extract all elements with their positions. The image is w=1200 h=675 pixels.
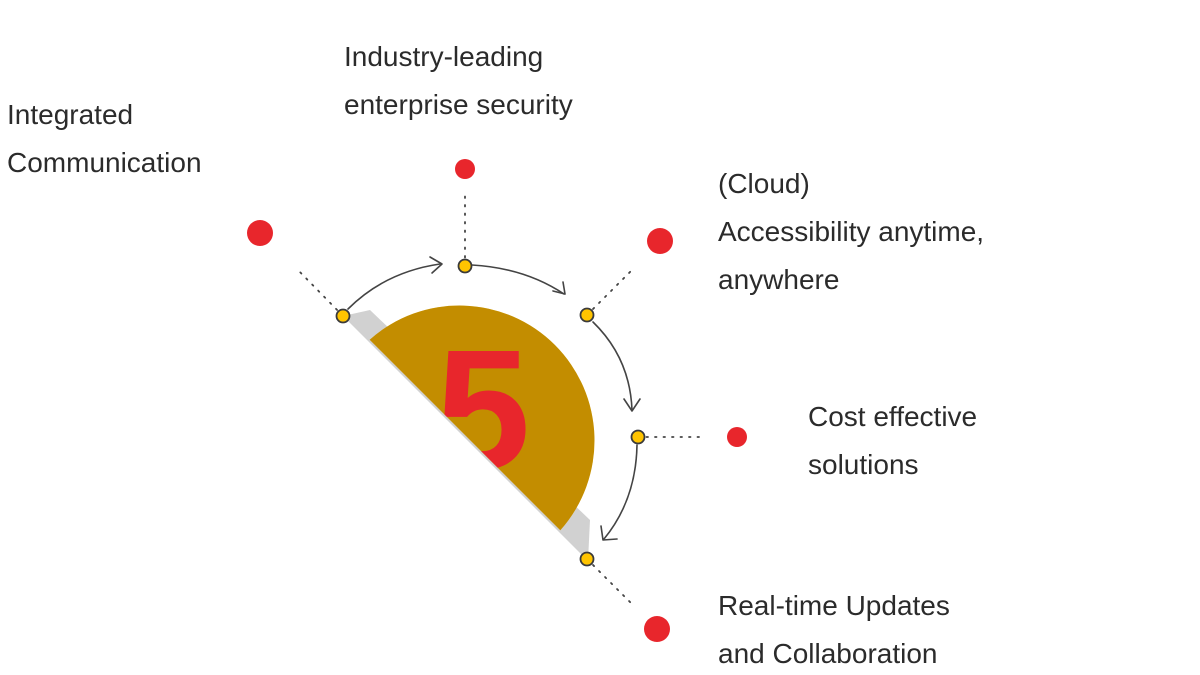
benefit-5-line-2: and Collaboration bbox=[718, 638, 938, 669]
benefit-3-line-1: (Cloud) bbox=[718, 168, 810, 199]
benefit-label-enterprise-security: Industry-leading enterprise security bbox=[344, 33, 573, 129]
red-dot-1 bbox=[247, 220, 273, 246]
benefit-label-cloud-accessibility: (Cloud) Accessibility anytime, anywhere bbox=[718, 160, 984, 304]
dotted-connector-3 bbox=[586, 267, 635, 316]
red-dot-4 bbox=[727, 427, 747, 447]
arrow-2 bbox=[471, 264, 565, 295]
benefit-label-cost-effective: Cost effective solutions bbox=[808, 393, 977, 489]
arrow-1 bbox=[347, 263, 441, 310]
node-1 bbox=[335, 308, 351, 324]
red-dot-3 bbox=[647, 228, 673, 254]
node-4 bbox=[630, 429, 646, 445]
arrowhead-3 bbox=[623, 398, 641, 412]
center-number: 5 bbox=[436, 315, 531, 505]
benefit-5-line-1: Real-time Updates bbox=[718, 590, 950, 621]
arrow-4 bbox=[603, 444, 638, 540]
red-dot-5 bbox=[644, 616, 670, 642]
dotted-connector-5 bbox=[586, 558, 635, 607]
node-5 bbox=[579, 551, 595, 567]
benefit-nodes bbox=[335, 258, 646, 567]
benefit-3-line-2: Accessibility anytime, bbox=[718, 216, 985, 247]
dotted-connector-1 bbox=[295, 267, 344, 317]
arrowhead-2 bbox=[552, 281, 566, 295]
benefit-2-line-2: enterprise security bbox=[344, 89, 573, 120]
benefit-2-line-1: Industry-leading bbox=[344, 41, 544, 72]
red-dot-2 bbox=[455, 159, 475, 179]
arrowhead-1 bbox=[429, 256, 443, 274]
arrowhead-4 bbox=[600, 525, 618, 541]
arrow-3 bbox=[592, 321, 633, 411]
benefit-label-realtime-collaboration: Real-time Updates and Collaboration bbox=[718, 582, 950, 675]
benefit-4-line-2: solutions bbox=[808, 449, 919, 480]
node-3 bbox=[579, 307, 595, 323]
benefit-label-integrated-communication: Integrated Communication bbox=[7, 91, 202, 187]
dotted-connectors bbox=[295, 195, 707, 607]
benefit-3-line-3: anywhere bbox=[718, 264, 840, 295]
node-2 bbox=[457, 258, 473, 274]
benefit-4-line-1: Cost effective bbox=[808, 401, 978, 432]
flow-arrows bbox=[347, 256, 641, 541]
benefit-1-line-2: Communication bbox=[7, 147, 202, 178]
benefit-1-line-1: Integrated bbox=[7, 99, 134, 130]
benefit-dots bbox=[247, 159, 747, 642]
